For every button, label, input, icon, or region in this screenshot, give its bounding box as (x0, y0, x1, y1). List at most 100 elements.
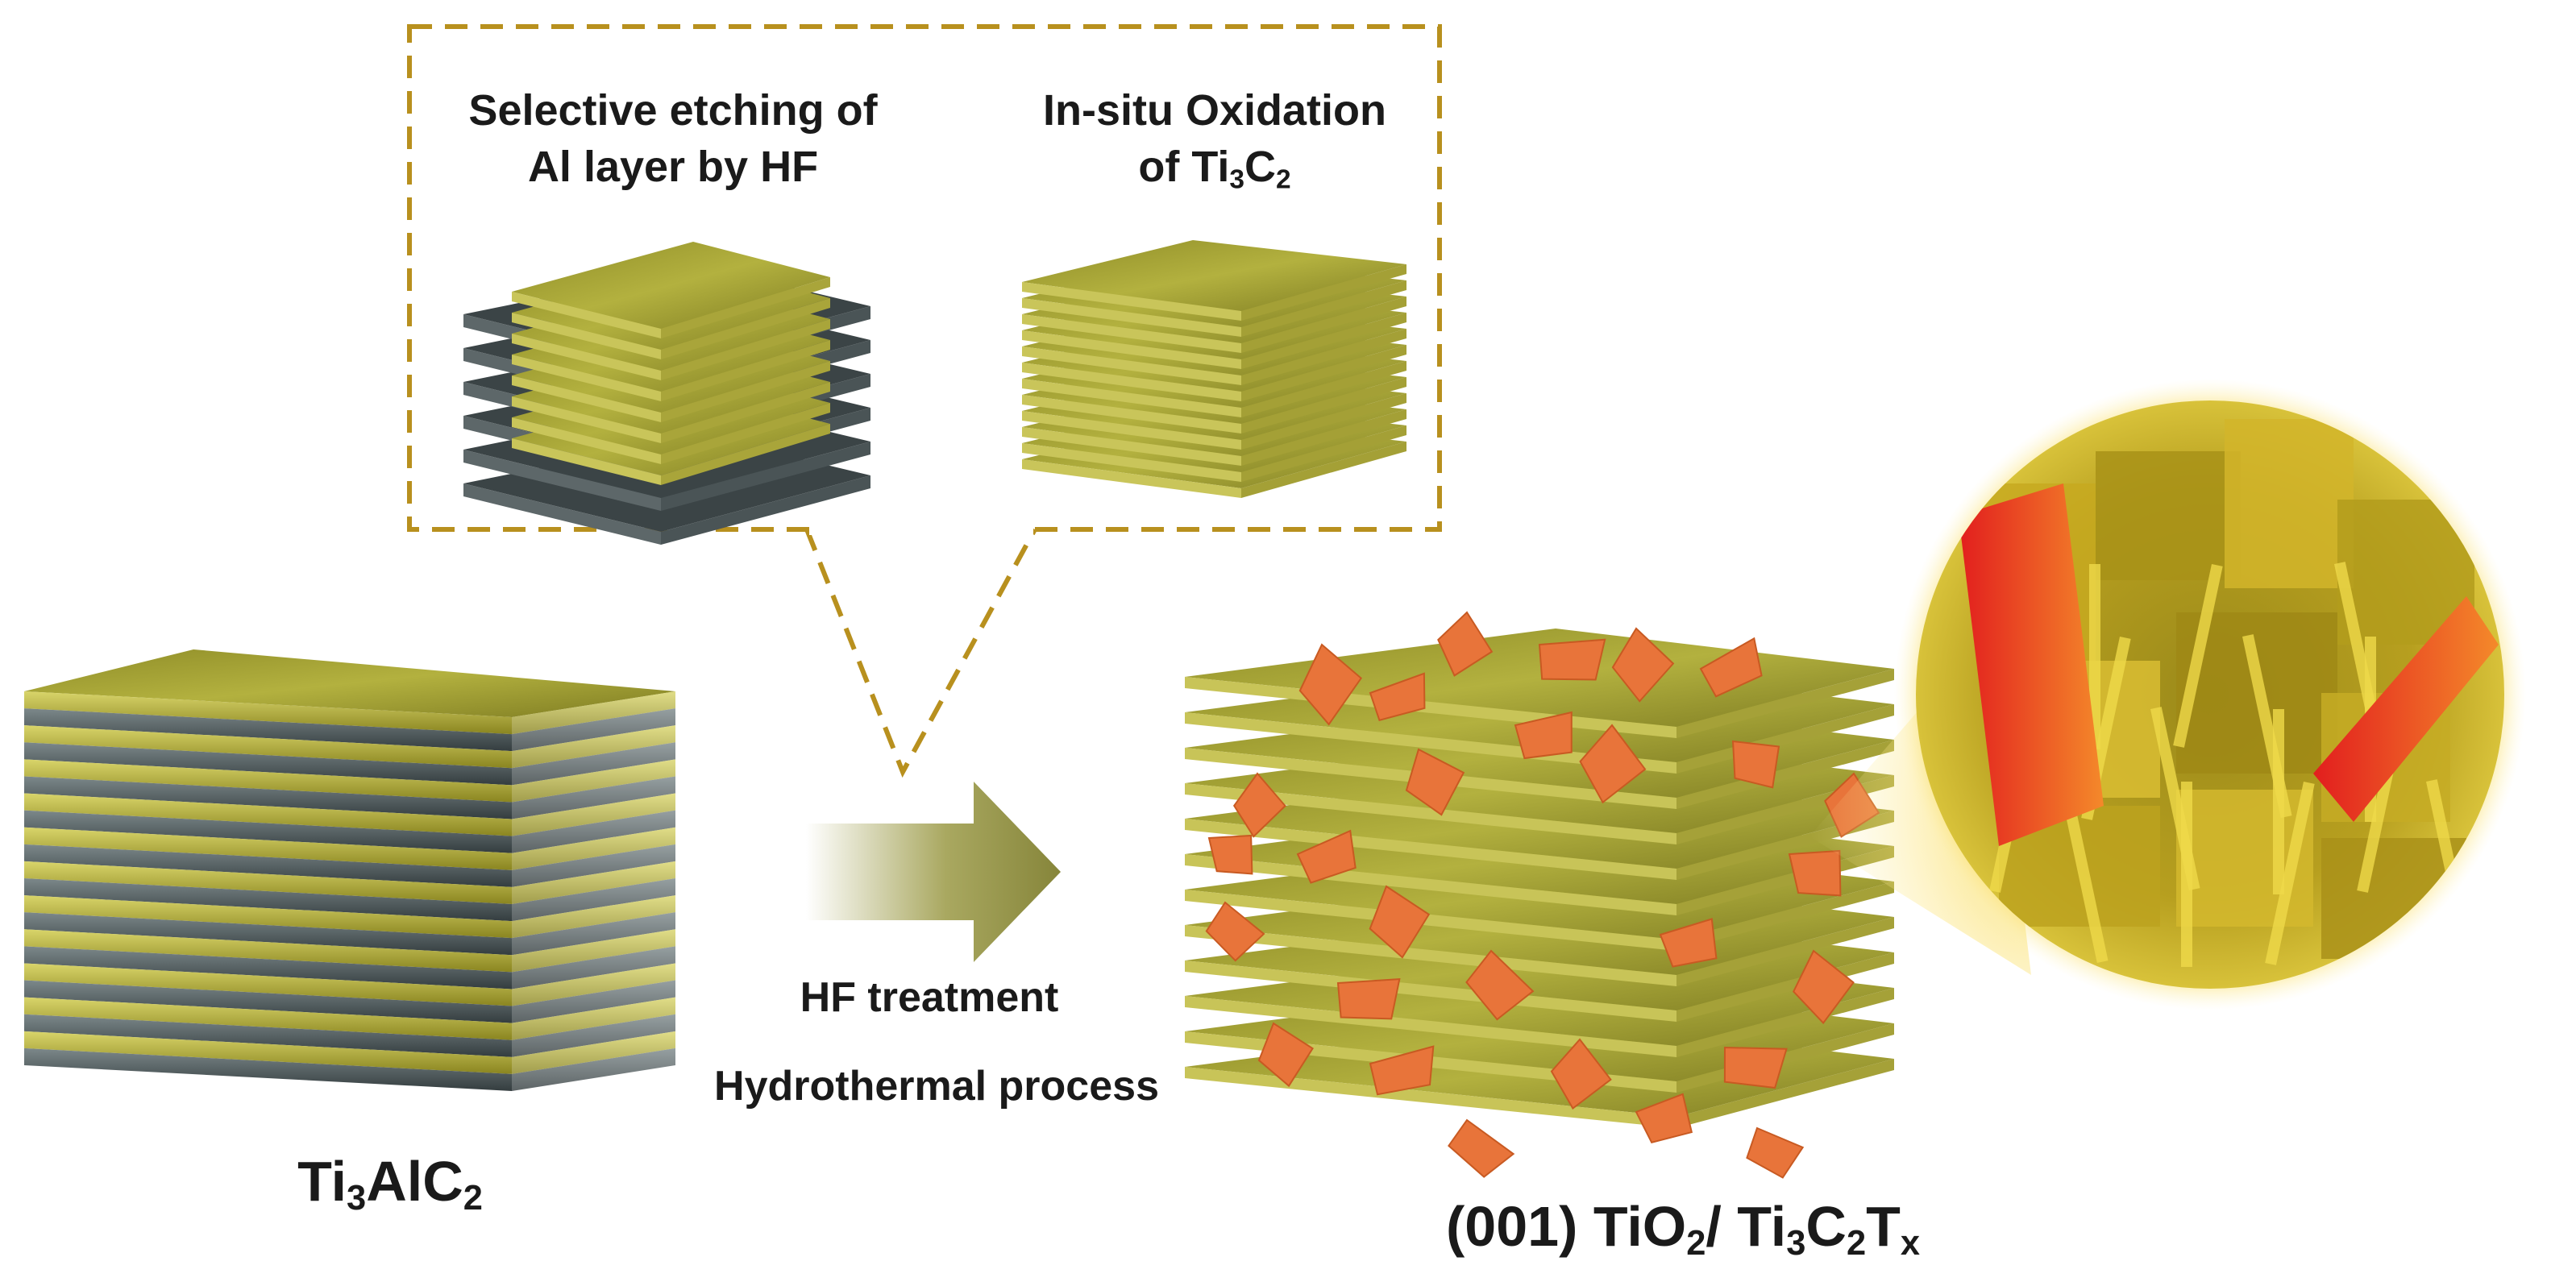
max-layer-side (512, 742, 675, 786)
lens-needle (2181, 782, 2192, 967)
lens-red-flake-left (1959, 483, 2104, 846)
max-layer-side (512, 878, 675, 922)
max-layer-front (24, 861, 512, 904)
mxene-layer-right (1241, 264, 1406, 321)
max-layer-side (512, 997, 675, 1040)
max-layer-front (24, 691, 512, 735)
etched-gold-right (661, 403, 830, 464)
max-layer-side (512, 980, 675, 1023)
max-layer-front (24, 1031, 512, 1074)
etched-gold-right (661, 424, 830, 485)
tio2-mxene-composite-illustration (1185, 611, 1894, 1179)
etched-gold-left (512, 355, 661, 401)
max-layer-side (512, 929, 675, 973)
mxene-stack-illustration (1022, 240, 1406, 498)
etched-gold-right (661, 382, 830, 443)
mxene-layer-right (1241, 361, 1406, 417)
max-layer-side (512, 1031, 675, 1074)
product-layer-right (1676, 882, 1894, 951)
product-layer-top (1185, 629, 1894, 727)
etched-gold-right (661, 319, 830, 380)
tio2-flake (1659, 918, 1718, 968)
precursor-label: Ti3AlC2 (297, 1150, 483, 1218)
callout-box (407, 24, 1442, 778)
etched-gold-left (512, 438, 661, 485)
max-layer-side (512, 776, 675, 819)
mxene-layer-right (1241, 329, 1406, 385)
process-label-hydrothermal: Hydrothermal process (714, 1063, 1159, 1110)
tio2-flake (1298, 643, 1363, 726)
mxene-layer-right (1241, 345, 1406, 401)
product-layer-left (1185, 1067, 1676, 1128)
product-layer-right (1676, 952, 1894, 1022)
mxene-layer-left (1022, 298, 1241, 337)
product-layer-left (1185, 783, 1676, 844)
tio2-flake (1465, 949, 1535, 1021)
tio2-flake (1723, 1046, 1788, 1089)
etched-gray-left (463, 483, 661, 545)
etched-gold-right (661, 277, 830, 338)
mxene-layer-right (1241, 313, 1406, 369)
max-layer-side (512, 861, 675, 904)
lens-red-flake-right (2313, 596, 2499, 822)
process-arrow (806, 782, 1061, 962)
mxene-layer-left (1022, 459, 1241, 498)
mxene-layer-left (1022, 346, 1241, 385)
tio2-flake (1731, 740, 1780, 789)
max-layer-front (24, 742, 512, 786)
product-layer-left (1185, 925, 1676, 986)
tio2-flake (1579, 724, 1647, 804)
mxene-layer-left (1022, 314, 1241, 353)
max-layer-front (24, 810, 512, 853)
tio2-flake (1232, 772, 1286, 838)
etched-gold-left (512, 313, 661, 359)
max-layer-front (24, 827, 512, 870)
max-layer-front (24, 844, 512, 887)
mxene-layer-right (1241, 409, 1406, 466)
max-layer-side (512, 895, 675, 939)
etched-gray-left (463, 450, 661, 511)
mxene-layer-left (1022, 282, 1241, 321)
max-layer-side (512, 759, 675, 803)
tio2-flake (1611, 627, 1675, 703)
product-layer-left (1185, 712, 1676, 774)
lens-needle (2273, 709, 2284, 894)
mxene-layer-top (1022, 240, 1406, 311)
etched-gold-left (512, 396, 661, 443)
product-layer-right (1676, 669, 1894, 738)
mxene-layer-left (1022, 443, 1241, 482)
mxene-layer-left (1022, 379, 1241, 417)
product-layer-right (1676, 704, 1894, 774)
max-layer-side (512, 963, 675, 1006)
product-layer-right (1676, 917, 1894, 986)
tio2-flake (1296, 829, 1357, 884)
tio2-flake (1369, 1045, 1435, 1096)
ti3alc2-stack-illustration (24, 649, 675, 1091)
lens-needle (2089, 564, 2100, 749)
mxene-layer-right (1241, 297, 1406, 353)
mxene-layer-right (1241, 393, 1406, 450)
max-layer-front (24, 776, 512, 819)
mxene-layer-left (1022, 395, 1241, 434)
mxene-layer-left (1022, 427, 1241, 466)
tio2-flake (1538, 638, 1606, 681)
mxene-layer-right (1241, 280, 1406, 337)
max-layer-side (512, 793, 675, 836)
max-layer-front (24, 1048, 512, 1091)
etched-gray-right (661, 442, 870, 511)
lens-needle (2173, 563, 2223, 748)
tio2-flake (1448, 1118, 1515, 1178)
max-layer-side (512, 1014, 675, 1057)
product-layer-right (1676, 988, 1894, 1057)
mxene-layer-left (1022, 330, 1241, 369)
tio2-flake (1437, 611, 1494, 677)
lens-crystal (2096, 451, 2241, 580)
etched-gold-top (512, 242, 830, 329)
max-layer-side (512, 844, 675, 887)
tio2-flake (1514, 711, 1573, 760)
max-layer-front (24, 793, 512, 836)
etched-gold-left (512, 417, 661, 464)
max-layer-side (512, 827, 675, 870)
max-layer-front (24, 946, 512, 990)
magnified-view (1894, 379, 2526, 1010)
